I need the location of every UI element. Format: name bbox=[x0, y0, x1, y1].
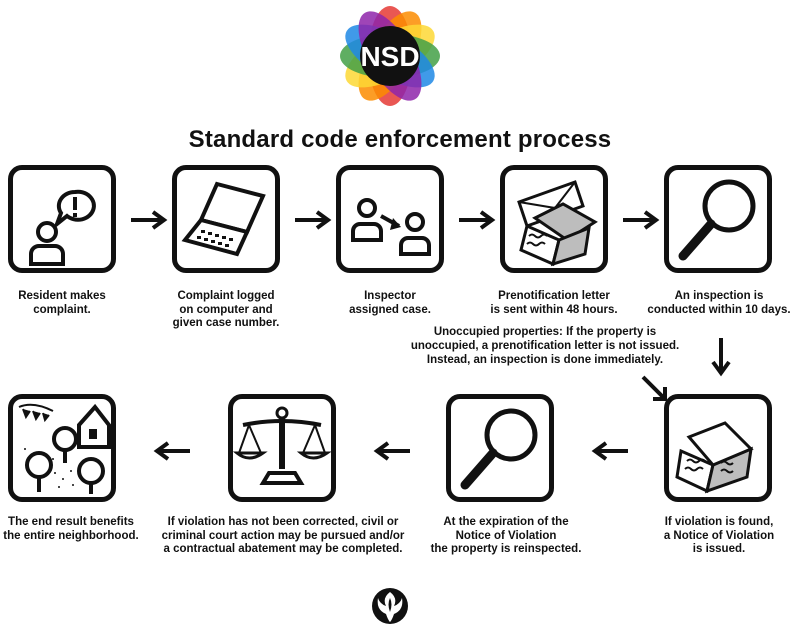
step-prenotification-letter bbox=[500, 165, 608, 273]
neighborhood-icon bbox=[18, 403, 111, 494]
arrow-right-icon bbox=[623, 210, 660, 230]
step-inspection bbox=[664, 165, 772, 273]
scales-of-justice-icon bbox=[233, 406, 331, 485]
letters-icon bbox=[517, 180, 598, 267]
person-speech-icon bbox=[29, 189, 96, 266]
flower-logo-icon: NSD bbox=[340, 6, 440, 106]
laptop-icon bbox=[181, 181, 266, 257]
phoenix-bird-icon bbox=[372, 588, 408, 624]
step-court-action bbox=[228, 394, 336, 502]
page-title: Standard code enforcement process bbox=[188, 126, 612, 153]
city-logo bbox=[370, 586, 410, 626]
arrow-right-icon bbox=[459, 210, 496, 230]
step-inspector-assigned bbox=[336, 165, 444, 273]
arrow-right-icon bbox=[295, 210, 332, 230]
arrow-left-icon bbox=[153, 441, 190, 461]
step-complaint-logged bbox=[172, 165, 280, 273]
arrow-left-icon bbox=[373, 441, 410, 461]
transfer-people-icon bbox=[351, 198, 431, 256]
unoccupied-note: Unoccupied properties: If the property i… bbox=[410, 326, 680, 366]
nsd-logo: NSD bbox=[334, 0, 446, 112]
arrow-right-icon bbox=[131, 210, 168, 230]
arrow-down-icon bbox=[711, 338, 731, 377]
step-caption: If violation has not been corrected, civ… bbox=[161, 516, 405, 555]
step-reinspection bbox=[446, 394, 554, 502]
logo-text: NSD bbox=[360, 41, 419, 72]
arrow-diagonal-icon bbox=[641, 375, 667, 401]
magnifier-icon bbox=[460, 408, 538, 490]
notice-document-icon bbox=[675, 421, 754, 494]
step-resident-complaint bbox=[8, 165, 116, 273]
arrow-left-icon bbox=[591, 441, 628, 461]
step-notice-of-violation bbox=[664, 394, 772, 502]
step-caption: If violation is found,a Notice of Violat… bbox=[663, 516, 775, 555]
step-neighborhood bbox=[8, 394, 116, 502]
magnifier-icon bbox=[678, 179, 756, 261]
